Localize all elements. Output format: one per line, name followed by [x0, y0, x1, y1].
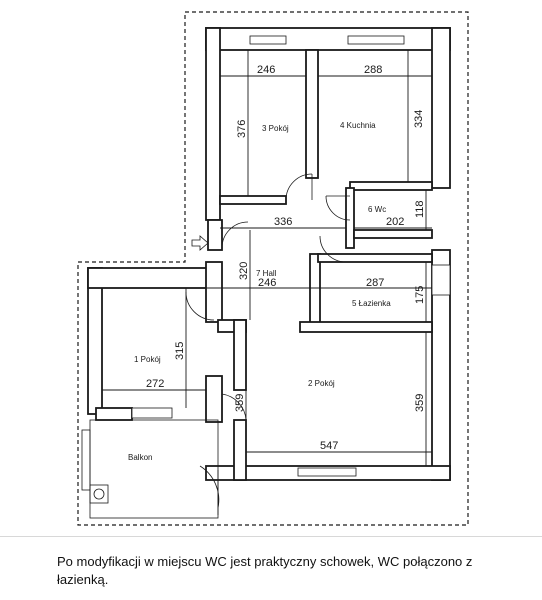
windows	[81, 35, 451, 491]
divider	[0, 536, 542, 537]
dim-287: 287	[366, 277, 384, 289]
dimension-lines	[102, 50, 432, 466]
dim-336: 336	[274, 216, 292, 228]
room-label-1: 1 Pokój	[134, 355, 161, 364]
dim-175: 175	[414, 286, 426, 304]
dim-376: 376	[236, 120, 248, 138]
floor-plan: 3 Pokój 4 Kuchnia 6 Wc 7 Hall 5 Łazienka…	[77, 11, 469, 526]
dim-288: 288	[364, 64, 382, 76]
room-label-6: 6 Wc	[368, 205, 386, 214]
dim-118: 118	[414, 200, 426, 218]
caption-text: Po modyfikacji w miejscu WC jest praktyc…	[57, 554, 473, 587]
dim-246-top: 246	[257, 64, 275, 76]
dim-202: 202	[386, 216, 404, 228]
room-label-5: 5 Łazienka	[352, 299, 391, 308]
interior-walls	[95, 49, 433, 481]
exterior-walls	[87, 27, 451, 481]
dim-359-right: 359	[414, 394, 426, 412]
balcony-outline	[89, 419, 219, 519]
dim-272: 272	[146, 378, 164, 390]
dim-315: 315	[174, 342, 186, 360]
room-label-7: 7 Hall	[256, 269, 277, 278]
room-label-4: 4 Kuchnia	[340, 121, 376, 130]
room-label-2: 2 Pokój	[308, 379, 335, 388]
arrow-right-icon	[191, 235, 209, 251]
room-label-balcony: Balkon	[128, 453, 152, 462]
dim-320: 320	[238, 262, 250, 280]
dim-359-left: 359	[234, 394, 246, 412]
room-label-3: 3 Pokój	[262, 124, 289, 133]
dim-246-hall: 246	[258, 277, 276, 289]
outer-boundary	[77, 11, 469, 526]
dim-334: 334	[413, 110, 425, 128]
dim-547: 547	[320, 440, 338, 452]
